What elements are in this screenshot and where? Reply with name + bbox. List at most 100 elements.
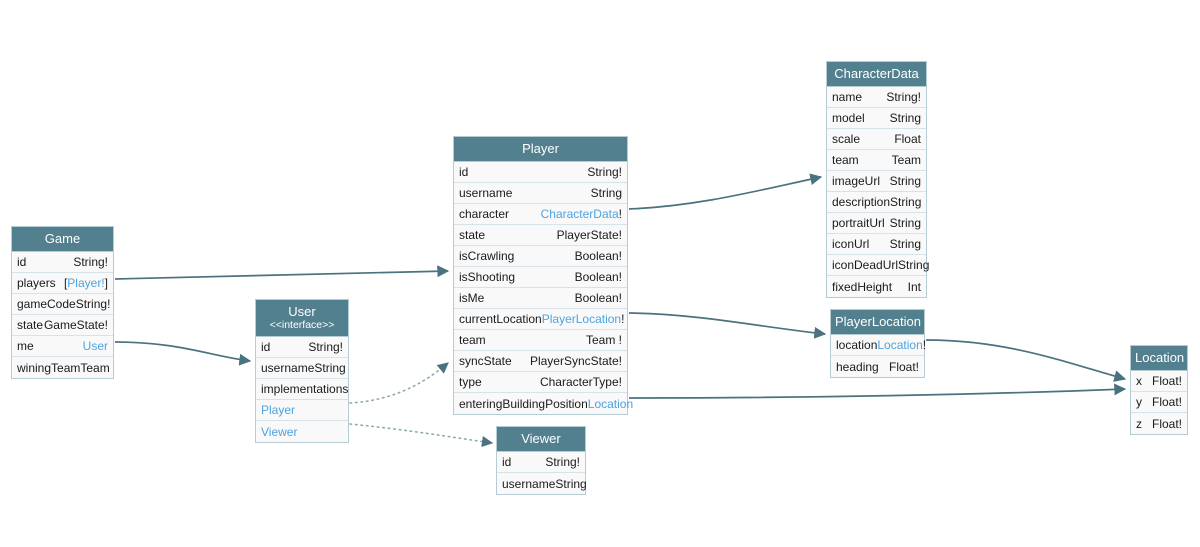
edge-game-me-to-user (114, 341, 252, 366)
field-name: isShooting (459, 270, 516, 284)
field-type[interactable]: PlayerLocation! (542, 312, 625, 326)
field-type: Float! (1151, 395, 1182, 409)
field-name: z (1136, 416, 1142, 431)
field-type[interactable]: User (83, 339, 108, 353)
edge-user-implements-viewer (349, 423, 494, 448)
entity-header-viewer: Viewer (497, 427, 585, 452)
field-name: implementations (261, 382, 349, 396)
entity-title: Location (1135, 350, 1185, 365)
type-suffix: ! (922, 338, 927, 352)
edge-player-entering-to-location (628, 383, 1127, 399)
field-name: location (836, 338, 878, 352)
edge-playerlocation-to-location (925, 339, 1127, 382)
field-name: x (1136, 374, 1142, 388)
type-link[interactable]: Location (877, 338, 923, 352)
field-name: username (459, 186, 513, 200)
field-name[interactable]: Player (261, 403, 296, 417)
field-type: String! (545, 455, 580, 469)
field-row[interactable]: z Float! (1131, 413, 1187, 434)
field-row[interactable]: Viewer (256, 421, 348, 442)
field-type: Team (80, 360, 110, 375)
field-name: y (1136, 395, 1142, 409)
field-type: Boolean! (574, 291, 622, 305)
type-link[interactable]: CharacterData (540, 207, 619, 221)
entity-title: Viewer (521, 431, 561, 446)
field-name: players (17, 276, 56, 290)
entity-header-player: Player (454, 137, 627, 162)
field-row[interactable]: implementations (256, 379, 348, 400)
type-link[interactable]: Player! (67, 276, 105, 290)
entity-header-location: Location (1131, 346, 1187, 371)
field-type[interactable]: Location! (877, 338, 926, 352)
type-link[interactable]: User (82, 339, 108, 353)
type-link[interactable]: Location (587, 396, 634, 411)
field-type[interactable]: [Player!] (64, 276, 108, 290)
entity-header-user: User<<interface>> (256, 300, 348, 337)
field-name: state (459, 228, 486, 242)
field-type[interactable]: Location (588, 397, 633, 411)
field-row[interactable]: y Float! (1131, 392, 1187, 413)
edge-player-currentlocation-to-playerlocation (628, 312, 827, 339)
field-row[interactable]: Player (256, 400, 348, 421)
field-name: me (17, 339, 34, 353)
field-type[interactable]: CharacterData! (541, 207, 622, 221)
field-name[interactable]: Viewer (261, 424, 298, 439)
field-type: String (889, 111, 921, 125)
field-type: String! (75, 297, 111, 311)
field-name: character (459, 207, 510, 221)
field-type: String (555, 476, 587, 491)
field-type: String! (587, 165, 622, 179)
type-link[interactable]: PlayerLocation (541, 312, 622, 326)
field-type: Float! (1151, 416, 1182, 431)
field-row[interactable]: character CharacterData! (454, 204, 627, 225)
entity-title: Game (44, 231, 81, 246)
field-type: String (889, 216, 921, 230)
field-name: syncState (459, 354, 512, 368)
field-row[interactable]: players [Player!] (12, 273, 113, 294)
type-suffix: ! (621, 312, 625, 326)
field-name: scale (832, 132, 861, 146)
field-name: heading (836, 359, 879, 374)
field-row[interactable]: me User (12, 336, 113, 357)
